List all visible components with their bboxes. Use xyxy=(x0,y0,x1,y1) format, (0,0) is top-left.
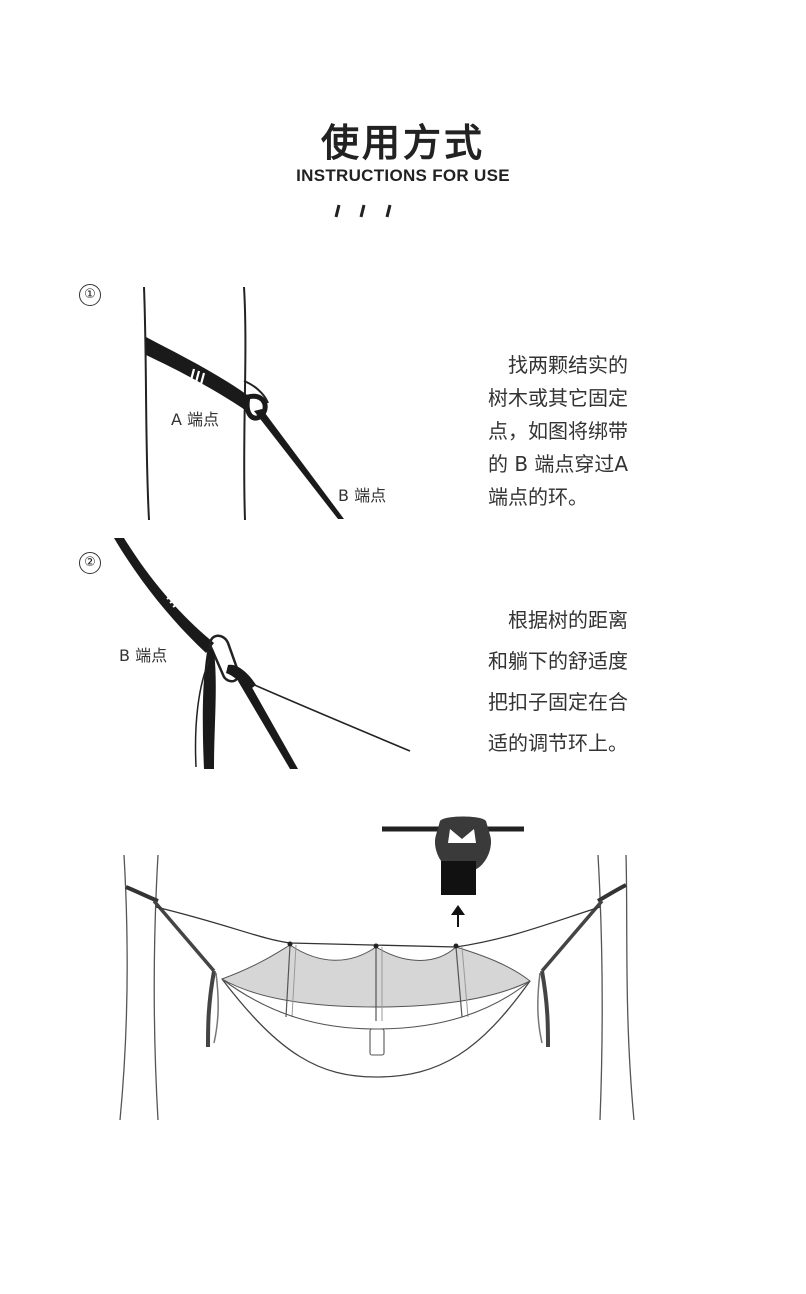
step-2-description: 根据树的距离 和躺下的舒适度 把扣子固定在合 适的调节环上。 xyxy=(488,608,628,755)
step-2-number: ② xyxy=(79,552,101,574)
hammock-line xyxy=(249,682,411,752)
hammock-overview-illustration xyxy=(119,816,635,1121)
left-adjustment-loop xyxy=(206,970,216,1048)
left-suspension-strap xyxy=(152,899,216,973)
page-subtitle: INSTRUCTIONS FOR USE xyxy=(296,166,510,185)
step-1-description: 找两颗结实的 树木或其它固定 点，如图将绑带 的 B 端点穿过A 端点的环。 xyxy=(488,353,629,509)
right-tree-inner xyxy=(625,854,635,1121)
hammock-body xyxy=(221,978,531,1078)
left-tree-inner xyxy=(153,854,159,1121)
page-title: 使用方式 xyxy=(320,121,485,165)
zipper-pull xyxy=(369,1028,385,1056)
step-1-illustration xyxy=(143,286,344,521)
tree-trunk-left-edge xyxy=(143,286,150,521)
step-2-illustration xyxy=(114,538,411,769)
step-2-label-b: B 端点 xyxy=(119,646,168,665)
strap-hanging-loop xyxy=(202,647,216,769)
strap-back-band xyxy=(243,380,269,404)
strap-webbing xyxy=(441,861,476,895)
buckle-detail xyxy=(382,816,524,927)
step-1-label-b: B 端点 xyxy=(338,486,387,505)
step-1-number: ① xyxy=(79,284,101,306)
step-1-label-a: A 端点 xyxy=(171,410,220,429)
strap-descending xyxy=(238,677,298,769)
strap-main xyxy=(114,538,214,653)
strap-end-b xyxy=(254,409,344,519)
right-tree-outer xyxy=(597,854,603,1121)
arrow-up-icon xyxy=(451,905,465,915)
left-tree-outer xyxy=(119,854,128,1121)
buckle-icon xyxy=(434,816,492,871)
right-suspension-strap xyxy=(540,899,604,973)
right-adjustment-loop xyxy=(540,970,550,1048)
ridgeline xyxy=(155,906,601,948)
decorative-tick-marks xyxy=(334,204,392,218)
